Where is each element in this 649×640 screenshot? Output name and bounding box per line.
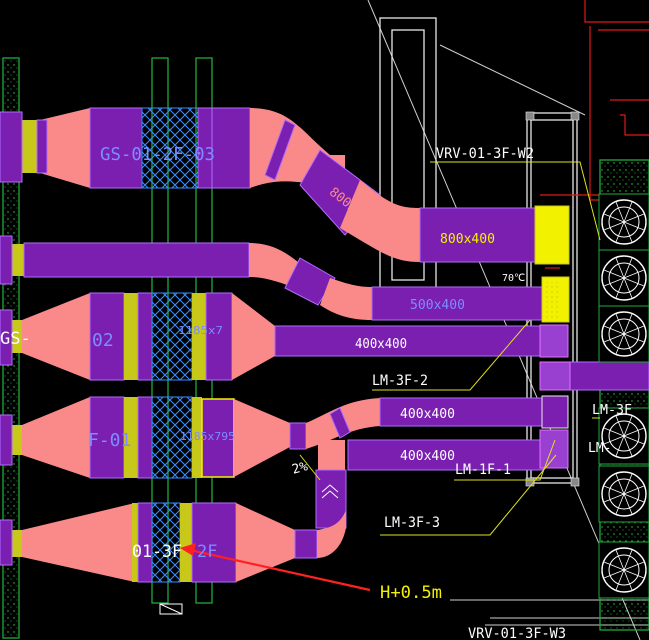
- temp-label-70: 70℃: [502, 273, 525, 284]
- equip-label-vrv-w2: VRV-01-3F-W2: [436, 146, 534, 162]
- leader-label-lm-right-2: LM-: [588, 441, 611, 456]
- leader-label-lm-1f-1: LM-1F-1: [455, 462, 511, 478]
- duct-run-4[interactable]: [12, 361, 649, 479]
- duct-run-5[interactable]: [315, 429, 569, 529]
- fan-unit-icon: [598, 407, 649, 465]
- fan-unit-icon: [598, 193, 649, 251]
- equip-label-gs-left: GS-: [0, 329, 31, 349]
- fan-unit-icon: [598, 541, 649, 599]
- fan-unit-icon: [598, 305, 649, 363]
- duct-size-400x400-c: 400x400: [400, 449, 455, 464]
- fan-unit-icon: [598, 465, 649, 523]
- duct-run-3[interactable]: [12, 292, 569, 381]
- duct-size-500x400: 500x400: [410, 298, 465, 313]
- leader-label-lm-3f-2: LM-3F-2: [372, 373, 428, 389]
- duct-run-1[interactable]: [22, 107, 570, 265]
- equip-label-vrv-w3: VRV-01-3F-W3: [468, 626, 566, 640]
- frame-corners: [525, 111, 580, 487]
- equip-label-gs-01-2f-03: GS-01-2F-03: [100, 144, 215, 165]
- duct-run-2[interactable]: [12, 242, 570, 323]
- equip-label-01-3f: 01-3F: [132, 542, 182, 562]
- duct-run-6[interactable]: [12, 502, 346, 583]
- duct-size-400x400-a: 400x400: [355, 337, 407, 352]
- leader-lines: [299, 161, 601, 536]
- left-edge-blocks: [0, 111, 23, 566]
- leader-label-lm-3f-right: LM-3F: [592, 403, 632, 418]
- leader-arrow-icon: [180, 543, 371, 592]
- fan-units: [598, 193, 649, 599]
- size-label-1185-a: 1185x7: [178, 324, 223, 337]
- height-note: H+0.5m: [380, 583, 442, 603]
- equip-label-02: 02: [92, 330, 114, 351]
- fan-unit-icon: [598, 249, 649, 307]
- equip-label-2f: 2F: [197, 542, 217, 562]
- slope-label: 2%: [290, 459, 309, 478]
- equip-label-f01: F-01: [88, 430, 131, 451]
- duct-size-800x400: 800x400: [440, 232, 495, 247]
- bottom-symbols: [159, 603, 183, 615]
- duct-size-400x400-b: 400x400: [400, 407, 455, 422]
- size-label-1185-b: 1185x795: [180, 430, 235, 443]
- leader-label-lm-3f-3: LM-3F-3: [384, 515, 440, 531]
